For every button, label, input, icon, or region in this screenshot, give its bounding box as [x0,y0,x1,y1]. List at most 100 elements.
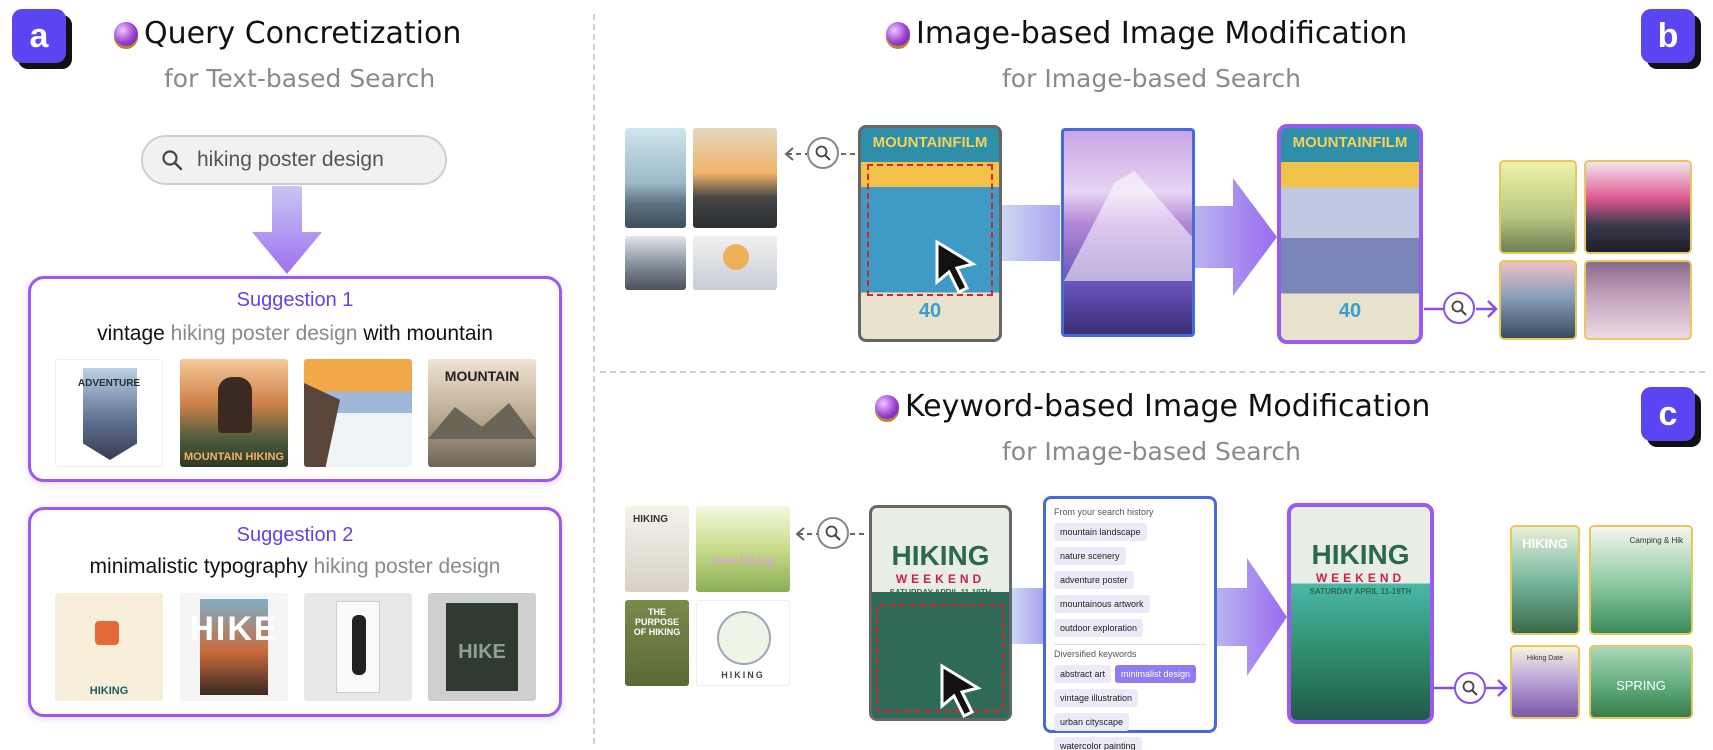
thumb-text: THE PURPOSE OF HIKING [633,607,681,637]
panel-b-search-icon[interactable] [807,137,839,169]
thumb-text: HIKING [1522,536,1568,551]
poster-subtitle: WEEKEND [895,572,986,586]
panel-b-badge: b [1641,9,1695,63]
horizontal-divider [600,371,1705,373]
panel-b-left-thumb-2[interactable] [693,128,777,228]
panel-c-title: Keyword-based Image Modification [875,389,1430,424]
panel-c-source-poster[interactable]: HIKING WEEKEND SATURDAY APRIL 11-19TH [869,505,1012,721]
down-arrow [252,186,322,274]
keyword-chip-selected[interactable]: minimalist design [1115,665,1197,683]
panel-c-right-arrow [1217,558,1287,676]
poster-year: 40 [918,300,942,322]
suggestion-1-thumb-3[interactable] [304,359,412,467]
search-bar[interactable]: hiking poster design [141,135,447,185]
panel-b-result-search-icon[interactable] [1443,292,1475,324]
poster-year: 40 [1338,300,1362,322]
suggestion-2-thumb-2[interactable]: HIKE [180,593,288,701]
panel-c-title-text: Keyword-based Image Modification [905,389,1431,424]
keyword-chip[interactable]: urban cityscape [1054,713,1130,731]
panel-c-result-thumb-1[interactable]: HIKING [1510,525,1580,635]
keyword-chip[interactable]: nature scenery [1054,547,1126,565]
panel-c-left-thumb-4[interactable]: HIKING [696,600,790,686]
diversified-heading: Diversified keywords [1054,649,1137,659]
keyword-chip[interactable]: mountainous artwork [1054,595,1150,613]
magnifier-icon [825,525,841,541]
crystal-ball-icon [875,394,899,419]
suggestion-2-text: minimalistic typography hiking poster de… [31,555,559,579]
panel-c-result-thumb-4[interactable]: SPRING [1589,645,1693,719]
suggestion-1-bold-start: vintage [97,322,165,345]
suggestion-2-thumb-1[interactable]: HIKING [55,593,163,701]
panel-a-title: Query Concretization [114,16,461,51]
panel-a-badge: a [12,9,66,63]
suggestion-1-grey: hiking poster design [170,322,358,345]
keyword-chip[interactable]: outdoor exploration [1054,619,1144,637]
panel-b-left-thumb-1[interactable] [625,128,686,228]
suggestion-2-bold-start: minimalistic typography [89,555,308,578]
keyword-chip[interactable]: adventure poster [1054,571,1134,589]
panel-c-result-connector [1434,679,1508,697]
panel-b-subtitle: for Image-based Search [1002,64,1301,93]
panel-c-left-thumb-3[interactable]: THE PURPOSE OF HIKING [625,600,689,686]
panel-c-left-thumb-1[interactable]: HIKING [625,506,689,592]
suggestion-1-thumb-4[interactable]: MOUNTAIN [428,359,536,467]
thumb-text: HIKING [89,684,129,697]
panel-c-result-thumb-3[interactable]: Hiking Date [1510,645,1580,719]
poster-title: MOUNTAINFILM [1292,134,1408,151]
poster-title: MOUNTAINFILM [872,134,988,151]
suggestion-1-thumb-2[interactable]: MOUNTAIN HIKING [180,359,288,467]
panel-b-right-arrow [1195,178,1277,296]
poster-date: SATURDAY APRIL 11-19TH [889,588,992,597]
crystal-ball-icon [886,21,910,46]
panel-b-result-thumb-4[interactable] [1584,260,1692,340]
panel-c-left-thumb-2[interactable]: love hiking [696,506,790,592]
history-heading: From your search history [1054,507,1154,517]
keyword-chip[interactable]: abstract art [1054,665,1112,683]
suggestion-1-text: vintage hiking poster design with mounta… [31,322,559,346]
panel-c-result-thumb-2[interactable]: Camping & Hik [1589,525,1693,635]
panel-b-left-thumb-3[interactable] [625,236,686,290]
panel-c-subtitle: for Image-based Search [1002,437,1301,466]
thumb-text: Camping & Hik [1629,536,1683,545]
suggestion-2-grey: hiking poster design [313,555,501,578]
suggestion-2-thumb-4[interactable]: HIKE [428,593,536,701]
suggestion-2-thumb-3[interactable] [304,593,412,701]
cursor-icon [940,663,982,718]
thumb-text: love hiking [711,553,775,567]
panel-c-search-icon[interactable] [817,517,849,549]
thumb-text: HIKING [721,670,765,681]
panel-c-result-search-icon[interactable] [1454,672,1486,704]
panel-b-source-poster[interactable]: MOUNTAINFILM 40 [858,125,1002,342]
suggestion-1-title: Suggestion 1 [236,289,354,311]
magnifier-icon [1451,300,1467,316]
cursor-icon [935,239,977,294]
panel-b-result-thumb-2[interactable] [1584,160,1692,254]
panel-b-result-poster[interactable]: MOUNTAINFILM 40 [1277,124,1423,344]
keyword-chip[interactable]: watercolor painting [1054,737,1142,750]
keyword-separator [1054,644,1206,645]
suggestion-2-card[interactable]: Suggestion 2 minimalistic typography hik… [28,507,562,717]
thumb-text: ADVENTURE [77,378,141,389]
poster-title: HIKING [1311,539,1410,570]
keyword-panel: From your search history mountain landsc… [1043,496,1217,750]
search-icon [162,150,183,171]
suggestion-1-bold-end: with mountain [363,322,493,345]
thumb-text: MOUNTAIN [444,368,520,384]
suggestion-1-thumb-1[interactable]: ADVENTURE [55,359,163,467]
panel-a-subtitle: for Text-based Search [164,64,436,93]
suggestion-1-card[interactable]: Suggestion 1 vintage hiking poster desig… [28,276,562,482]
panel-c-result-poster[interactable]: HIKING WEEKEND SATURDAY APRIL 11-19TH [1287,503,1434,724]
panel-b-result-thumb-3[interactable] [1499,260,1577,340]
panel-b-left-thumb-4[interactable] [693,236,777,290]
panel-b-search-connector [784,147,861,161]
thumb-text: HIKE [458,641,506,663]
poster-date: SATURDAY APRIL 11-19TH [1309,587,1412,596]
thumb-text: SPRING [1616,678,1666,693]
keyword-chip[interactable]: mountain landscape [1054,523,1147,541]
magnifier-icon [1462,680,1478,696]
panel-a-title-text: Query Concretization [144,16,462,51]
panel-b-reference-image[interactable] [1061,128,1195,337]
keyword-chip[interactable]: vintage illustration [1054,689,1139,707]
crystal-ball-icon [114,21,138,46]
panel-b-result-thumb-1[interactable] [1499,160,1577,254]
